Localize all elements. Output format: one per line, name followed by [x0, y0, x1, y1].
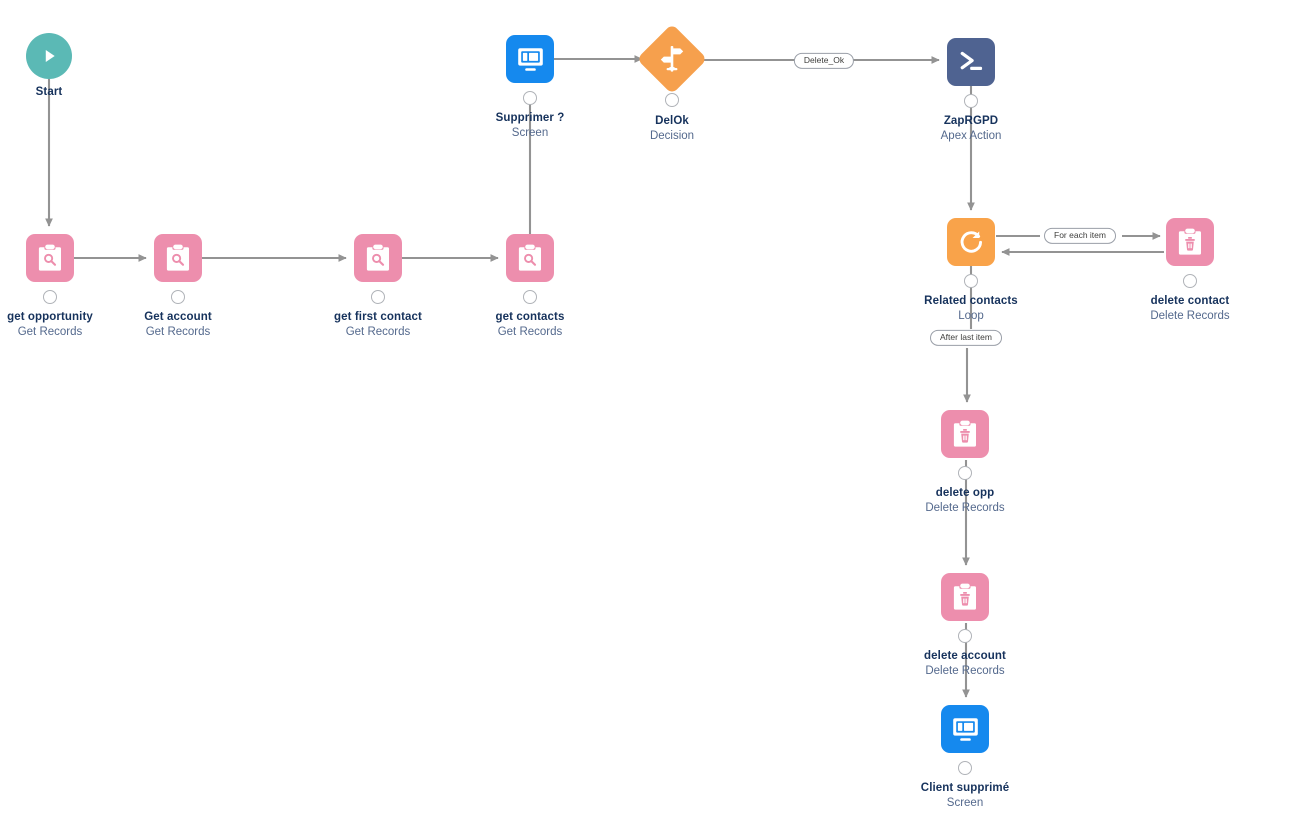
- flow-node-type-zaprgpd: Apex Action: [940, 129, 1002, 142]
- monitor-icon[interactable]: [941, 705, 989, 753]
- flow-node-name-get_opportunity: get opportunity: [7, 311, 93, 323]
- add-element-circle-delete_opp[interactable]: [958, 466, 972, 480]
- flow-node-type-delete_contact: Delete Records: [1150, 309, 1230, 322]
- flow-node-type-get_account: Get Records: [145, 325, 211, 338]
- flow-node-type-related_contacts: Loop: [958, 309, 984, 322]
- signpost-icon[interactable]: [636, 23, 708, 95]
- flow-node-name-get_account: Get account: [144, 311, 212, 323]
- terminal-prompt-icon[interactable]: [947, 38, 995, 86]
- flow-node-name-delete_account: delete account: [924, 650, 1006, 662]
- flow-node-name-zaprgpd: ZapRGPD: [943, 115, 999, 127]
- flow-node-name-related_contacts: Related contacts: [924, 295, 1018, 307]
- connector-label-after_last_item[interactable]: After last item: [930, 329, 1002, 347]
- flow-node-labels-start: Start: [0, 85, 169, 100]
- flow-node-labels-supprimer: Supprimer ? Screen: [410, 111, 650, 140]
- clipboard-trash-icon[interactable]: [941, 573, 989, 621]
- flow-node-name-delete_opp: delete opp: [935, 487, 995, 499]
- add-element-circle-supprimer[interactable]: [523, 91, 537, 105]
- play-icon[interactable]: [26, 33, 72, 79]
- clipboard-search-icon[interactable]: [506, 234, 554, 282]
- flow-node-type-supprimer: Screen: [511, 126, 549, 139]
- flow-node-labels-zaprgpd: ZapRGPD Apex Action: [851, 114, 1091, 143]
- flow-node-name-supprimer: Supprimer ?: [495, 112, 565, 124]
- clipboard-trash-icon[interactable]: [941, 410, 989, 458]
- flow-node-name-client_supprime: Client supprimé: [920, 782, 1010, 794]
- flow-node-name-get_first_contact: get first contact: [334, 311, 422, 323]
- add-element-circle-get_contacts[interactable]: [523, 290, 537, 304]
- connector-label-for_each_item[interactable]: For each item: [1044, 227, 1116, 245]
- add-element-circle-get_account[interactable]: [171, 290, 185, 304]
- connector-label-delete_ok[interactable]: Delete_Ok: [793, 52, 855, 70]
- refresh-loop-icon[interactable]: [947, 218, 995, 266]
- add-element-circle-delok[interactable]: [665, 93, 679, 107]
- add-element-circle-client_supprime[interactable]: [958, 761, 972, 775]
- add-element-circle-delete_account[interactable]: [958, 629, 972, 643]
- flow-node-type-delete_account: Delete Records: [925, 664, 1005, 677]
- flow-node-type-delok: Decision: [649, 129, 695, 142]
- add-element-circle-zaprgpd[interactable]: [964, 94, 978, 108]
- flow-node-name-start: Start: [35, 86, 63, 98]
- add-element-circle-related_contacts[interactable]: [964, 274, 978, 288]
- monitor-icon[interactable]: [506, 35, 554, 83]
- add-element-circle-delete_contact[interactable]: [1183, 274, 1197, 288]
- flow-node-name-delok: DelOk: [655, 115, 689, 127]
- flow-node-type-get_opportunity: Get Records: [17, 325, 83, 338]
- add-element-circle-get_opportunity[interactable]: [43, 290, 57, 304]
- clipboard-search-icon[interactable]: [26, 234, 74, 282]
- clipboard-search-icon[interactable]: [154, 234, 202, 282]
- clipboard-trash-icon[interactable]: [1166, 218, 1214, 266]
- add-element-circle-get_first_contact[interactable]: [371, 290, 385, 304]
- flow-node-type-delete_opp: Delete Records: [925, 501, 1005, 514]
- flow-node-type-client_supprime: Screen: [946, 796, 984, 809]
- clipboard-search-icon[interactable]: [354, 234, 402, 282]
- flow-node-type-get_first_contact: Get Records: [345, 325, 411, 338]
- flow-node-type-get_contacts: Get Records: [497, 325, 563, 338]
- flow-node-name-delete_contact: delete contact: [1150, 295, 1230, 307]
- flow-node-name-get_contacts: get contacts: [495, 311, 565, 323]
